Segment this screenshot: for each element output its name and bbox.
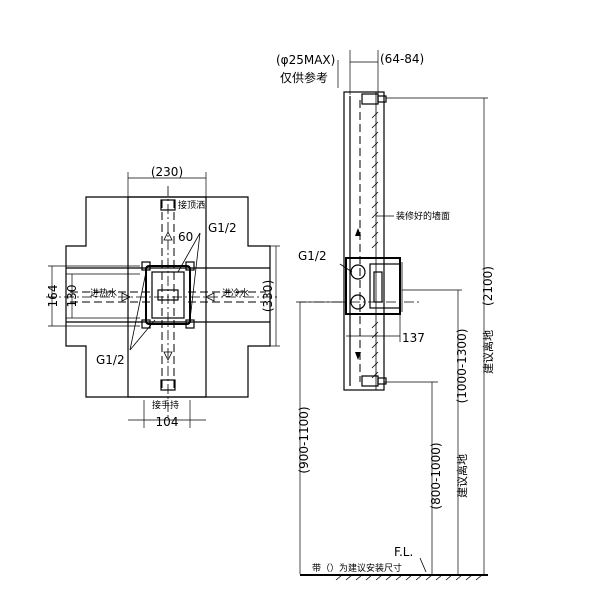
valve-stem — [373, 271, 383, 303]
dim-900-1100: (900-1100) — [297, 406, 311, 473]
dim-164: 164 — [46, 285, 60, 308]
valve-housing — [369, 263, 401, 309]
arrow-right-icon — [121, 292, 131, 302]
label-reference-only: 仅供参考 — [280, 70, 328, 85]
label-cold-water-inlet: 进冷水 — [222, 287, 249, 299]
arrow-up-icon — [163, 231, 173, 241]
dim-60: 60 — [178, 230, 193, 244]
label-finished-wall: 装修好的墙面 — [396, 210, 450, 222]
label-hot-water-inlet: 进热水 — [90, 287, 117, 299]
top-outlet-fitting — [160, 199, 176, 211]
label-g12-top: G1/2 — [208, 221, 237, 235]
label-g12-bottom: G1/2 — [96, 353, 125, 367]
label-recommended-height-2: 建议离地 — [481, 330, 495, 374]
dim-330: (330) — [261, 280, 275, 312]
dim-pipe-max: (φ25MAX) — [276, 53, 335, 67]
arrow-left-icon — [205, 292, 215, 302]
dim-width-230: (230) — [151, 165, 183, 179]
label-g12-side: G1/2 — [298, 249, 327, 263]
shower-column-body — [343, 91, 385, 391]
bottom-nut — [377, 377, 387, 385]
top-nut — [377, 95, 387, 103]
arrow-up-icon — [355, 228, 361, 236]
front-view: (230) 接顶洒 60 G1/2 164 130 (330) 进热水 进冷水 … — [46, 165, 280, 429]
dim-800-1000: (800-1000) — [429, 442, 443, 509]
valve-body — [145, 265, 191, 325]
mounting-lug — [141, 319, 151, 329]
label-recommended-height-1: 建议离地 — [455, 454, 469, 498]
dim-64-84: (64-84) — [380, 52, 424, 66]
arrow-down-icon — [355, 352, 361, 360]
label-hand-shower-outlet: 接手持 — [152, 399, 179, 411]
inlet-circle-icon — [350, 264, 366, 280]
label-top-shower-outlet: 接顶洒 — [178, 199, 205, 211]
bottom-outlet-fitting — [160, 379, 176, 391]
dim-104: 104 — [156, 415, 179, 429]
note-bracketed-dimensions: 带（）为建议安装尺寸 — [312, 562, 402, 574]
mounting-lug — [185, 261, 195, 271]
dim-137: 137 — [402, 331, 425, 345]
mounting-lug — [141, 261, 151, 271]
label-floor-level: F.L. — [394, 545, 413, 559]
dim-2100: (2100) — [481, 266, 495, 306]
wall-hatching — [371, 111, 379, 379]
dim-130: 130 — [65, 285, 79, 308]
dim-1000-1300: (1000-1300) — [455, 329, 469, 404]
arrow-down-icon — [163, 351, 173, 361]
wall-recess-outline — [65, 196, 271, 398]
floor-hatching — [335, 574, 483, 581]
side-view: (φ25MAX) 仅供参考 (64-84) — [276, 50, 495, 581]
valve-core — [151, 271, 185, 319]
valve-label-plate — [157, 289, 179, 301]
